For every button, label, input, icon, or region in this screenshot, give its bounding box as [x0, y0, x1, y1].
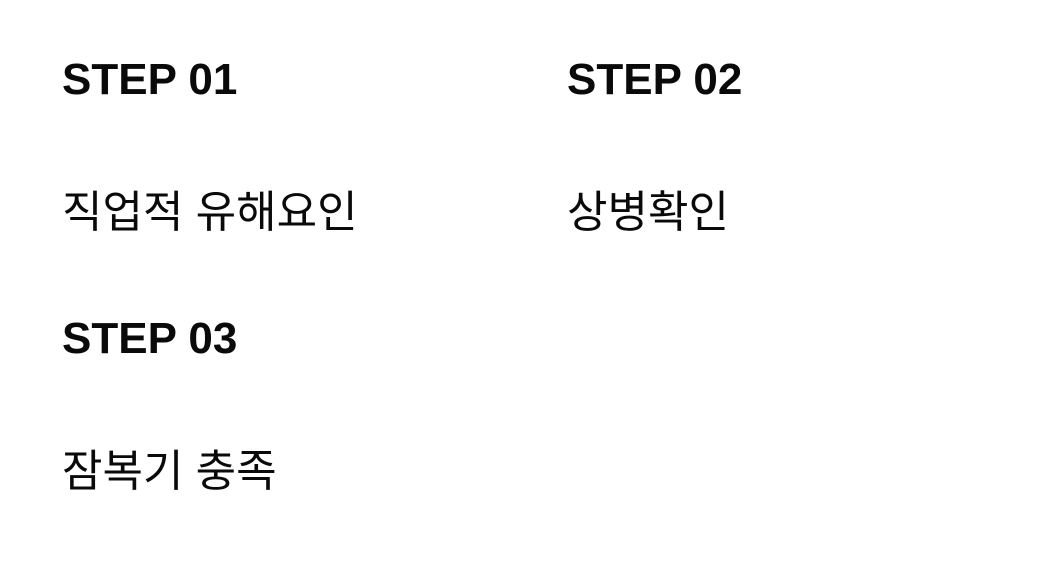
step-2-label: STEP 02: [567, 55, 743, 104]
step-card-3: STEP 03 잠복기 충족: [62, 312, 567, 498]
step-1-title: 직업적 유해요인: [62, 188, 358, 237]
steps-section: STEP 01 직업적 유해요인 STEP 02 상병확인 STEP 03 잠복…: [62, 53, 1042, 498]
step-3-title: 잠복기 충족: [62, 447, 277, 496]
step-3-label: STEP 03: [62, 314, 238, 363]
step-card-2: STEP 02 상병확인: [567, 53, 1042, 239]
step-card-1: STEP 01 직업적 유해요인: [62, 53, 567, 239]
step-2-title: 상병확인: [567, 188, 729, 237]
step-1-label: STEP 01: [62, 55, 238, 104]
